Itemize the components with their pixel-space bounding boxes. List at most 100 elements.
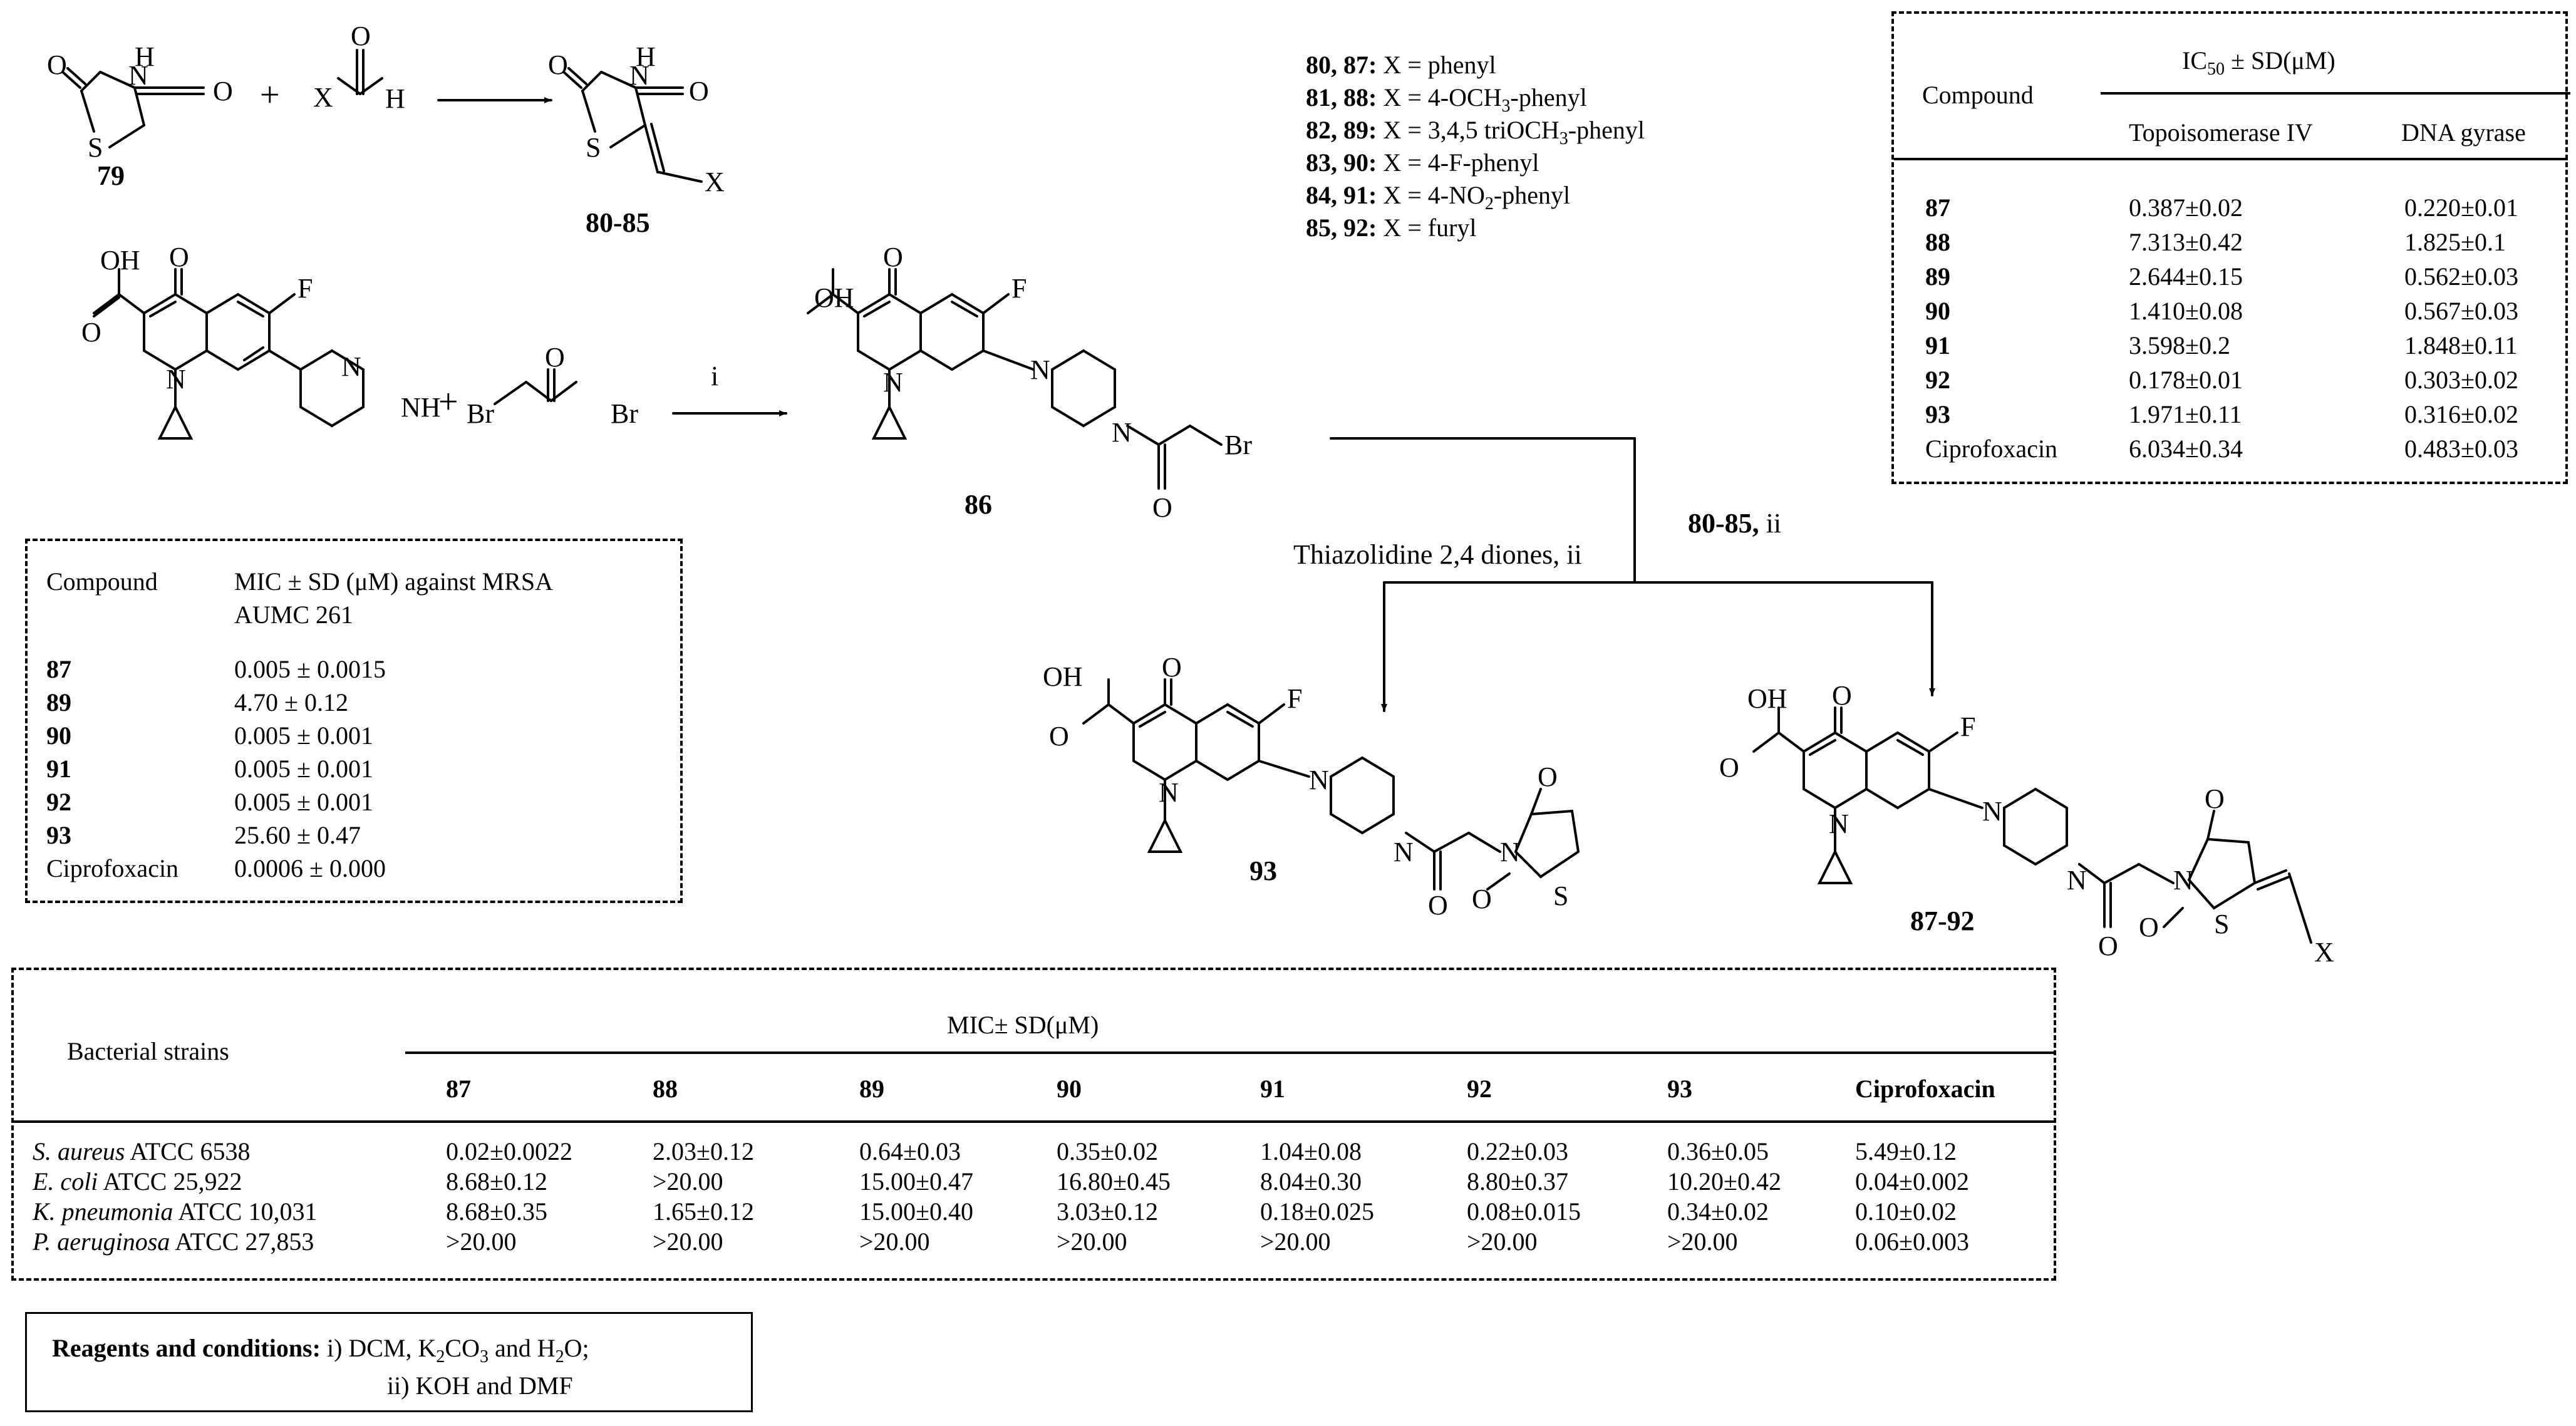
atom-label: O [1152, 492, 1172, 523]
ic50-row-compound: 87 [1925, 194, 1950, 222]
legend-compounds: 84, 91: [1306, 181, 1377, 209]
reagents-text-b: CO [445, 1334, 480, 1362]
mic-row-atcc: ATCC 25,922 [98, 1167, 242, 1196]
mrsa-row-compound: 93 [46, 821, 71, 849]
mic-cell: 1.65±0.12 [653, 1197, 754, 1226]
atom-label: F [1960, 711, 1975, 742]
mic-cell: 8.68±0.12 [446, 1167, 547, 1196]
mic-cell: >20.00 [1260, 1227, 1331, 1256]
arrow-label-80-85-suffix: ii [1759, 508, 1781, 539]
atom-label: S [586, 132, 601, 163]
mic-table-rule [14, 1120, 2056, 1123]
atom-label: Br [467, 398, 494, 429]
mic-cell: 16.80±0.45 [1057, 1167, 1171, 1196]
reagents-sub-3: 2 [555, 1347, 564, 1367]
atom-label: N [1030, 354, 1050, 385]
legend-compounds: 85, 92: [1306, 214, 1377, 242]
ic50-header-rest: ± SD(μM) [2225, 46, 2335, 75]
compound-label-79: 79 [97, 160, 125, 191]
ic50-header-rule [2101, 92, 2570, 95]
atom-label: S [1553, 881, 1568, 911]
atom-label: S [2214, 909, 2229, 939]
atom-label: N [1500, 837, 1520, 867]
legend-compounds: 82, 89: [1306, 116, 1377, 144]
ic50-row-gyrase: 1.848±0.11 [2404, 331, 2518, 359]
mrsa-row-value: 0.005 ± 0.0015 [234, 655, 386, 683]
legend-row: 81, 88: X = 4-OCH3-phenyl [1306, 83, 1587, 116]
ic50-header-main: IC50 ± SD(μM) [2182, 48, 2335, 78]
atom-label: O [2098, 931, 2118, 961]
compound-80-85-structure [562, 67, 703, 183]
ic50-row-compound: 91 [1925, 331, 1950, 359]
legend-compounds: 81, 88: [1306, 83, 1377, 111]
mic-row-species: S. aureus [33, 1137, 125, 1165]
mrsa-row-value: 0.005 ± 0.001 [234, 788, 373, 816]
ic50-row-compound: 88 [1925, 228, 1950, 256]
ic50-header-ic: IC [2182, 46, 2207, 75]
ic50-row-gyrase: 0.567±0.03 [2404, 297, 2518, 325]
atom-label: OH [100, 245, 140, 276]
mic-col-header: 88 [653, 1075, 678, 1103]
atom-label: O [548, 49, 568, 80]
atom-label: O [2139, 912, 2159, 943]
atom-label: O [169, 242, 189, 272]
atom-label: N [1982, 796, 2002, 827]
ic50-row-topo: 3.598±0.2 [2129, 331, 2230, 359]
ic50-header-compound: Compound [1922, 81, 2034, 109]
compound-86-structure [807, 268, 1223, 490]
atom-label: OH [814, 282, 854, 313]
atom-label: F [297, 273, 313, 304]
legend-prefix: X = 4-F-phenyl [1383, 148, 1539, 177]
atom-label: Br [611, 398, 638, 429]
mic-cell: 8.04±0.30 [1260, 1167, 1362, 1196]
mic-cell: 0.34±0.02 [1667, 1197, 1769, 1226]
mic-row-species: P. aeruginosa [33, 1227, 170, 1256]
mrsa-row-value: 0.005 ± 0.001 [234, 755, 373, 783]
atom-label: O [351, 21, 371, 51]
mic-cell: >20.00 [1057, 1227, 1127, 1256]
legend-prefix: X = phenyl [1383, 51, 1496, 79]
ic50-row-topo: 0.387±0.02 [2129, 194, 2243, 222]
atom-label: N [128, 60, 148, 91]
mic-row-strain: P. aeruginosa ATCC 27,853 [33, 1229, 314, 1254]
atom-label: S [88, 132, 103, 163]
legend-prefix: X = 4-OCH [1383, 83, 1502, 111]
mic-row-species: E. coli [33, 1167, 98, 1196]
mrsa-row-compound: 91 [46, 755, 71, 783]
mic-row-atcc: ATCC 10,031 [173, 1197, 318, 1226]
ic50-row-compound: 93 [1925, 400, 1950, 428]
plus-sign: + [438, 383, 458, 421]
ciprofloxacin-structure [93, 268, 365, 440]
mic-cell: >20.00 [859, 1227, 930, 1256]
atom-label: H [385, 83, 405, 114]
atom-label: O [1472, 884, 1492, 914]
compound-label-86: 86 [965, 489, 992, 520]
legend-row: 84, 91: X = 4-NO2-phenyl [1306, 180, 1570, 214]
atom-label: O [2205, 783, 2225, 814]
mic-row-atcc: ATCC 27,853 [170, 1227, 314, 1256]
mic-col-header: 90 [1057, 1075, 1082, 1103]
mic-cell: 0.10±0.02 [1855, 1197, 1957, 1226]
atom-label: N [341, 351, 361, 382]
atom-label: X [705, 167, 725, 197]
mic-cell: 15.00±0.47 [859, 1167, 973, 1196]
plus-sign: + [260, 76, 280, 115]
mrsa-row-compound: Ciprofoxacin [46, 854, 179, 882]
ic50-table-rule [1894, 158, 2568, 160]
ic50-row-gyrase: 0.220±0.01 [2404, 194, 2518, 222]
ic50-row-topo: 1.971±0.11 [2129, 400, 2242, 428]
atom-label: O [1719, 752, 1739, 783]
mic-cell: >20.00 [653, 1167, 723, 1196]
legend-row: 83, 90: X = 4-F-phenyl [1306, 148, 1539, 177]
compound-label-87-92: 87-92 [1910, 906, 1975, 936]
atom-label: O [1428, 890, 1448, 921]
bromoacetyl-bromide-structure [494, 368, 577, 405]
ic50-row-compound: 92 [1925, 366, 1950, 394]
compound-label-80-85: 80-85 [586, 207, 650, 238]
ic50-row-compound: Ciprofoxacin [1925, 435, 2058, 463]
mic-cell: >20.00 [653, 1227, 723, 1256]
ic50-row-topo: 6.034±0.34 [2129, 435, 2243, 463]
atom-label: N [883, 367, 903, 398]
legend-prefix: X = 3,4,5 triOCH [1383, 116, 1560, 144]
reagents-text-d: O; [564, 1334, 589, 1362]
